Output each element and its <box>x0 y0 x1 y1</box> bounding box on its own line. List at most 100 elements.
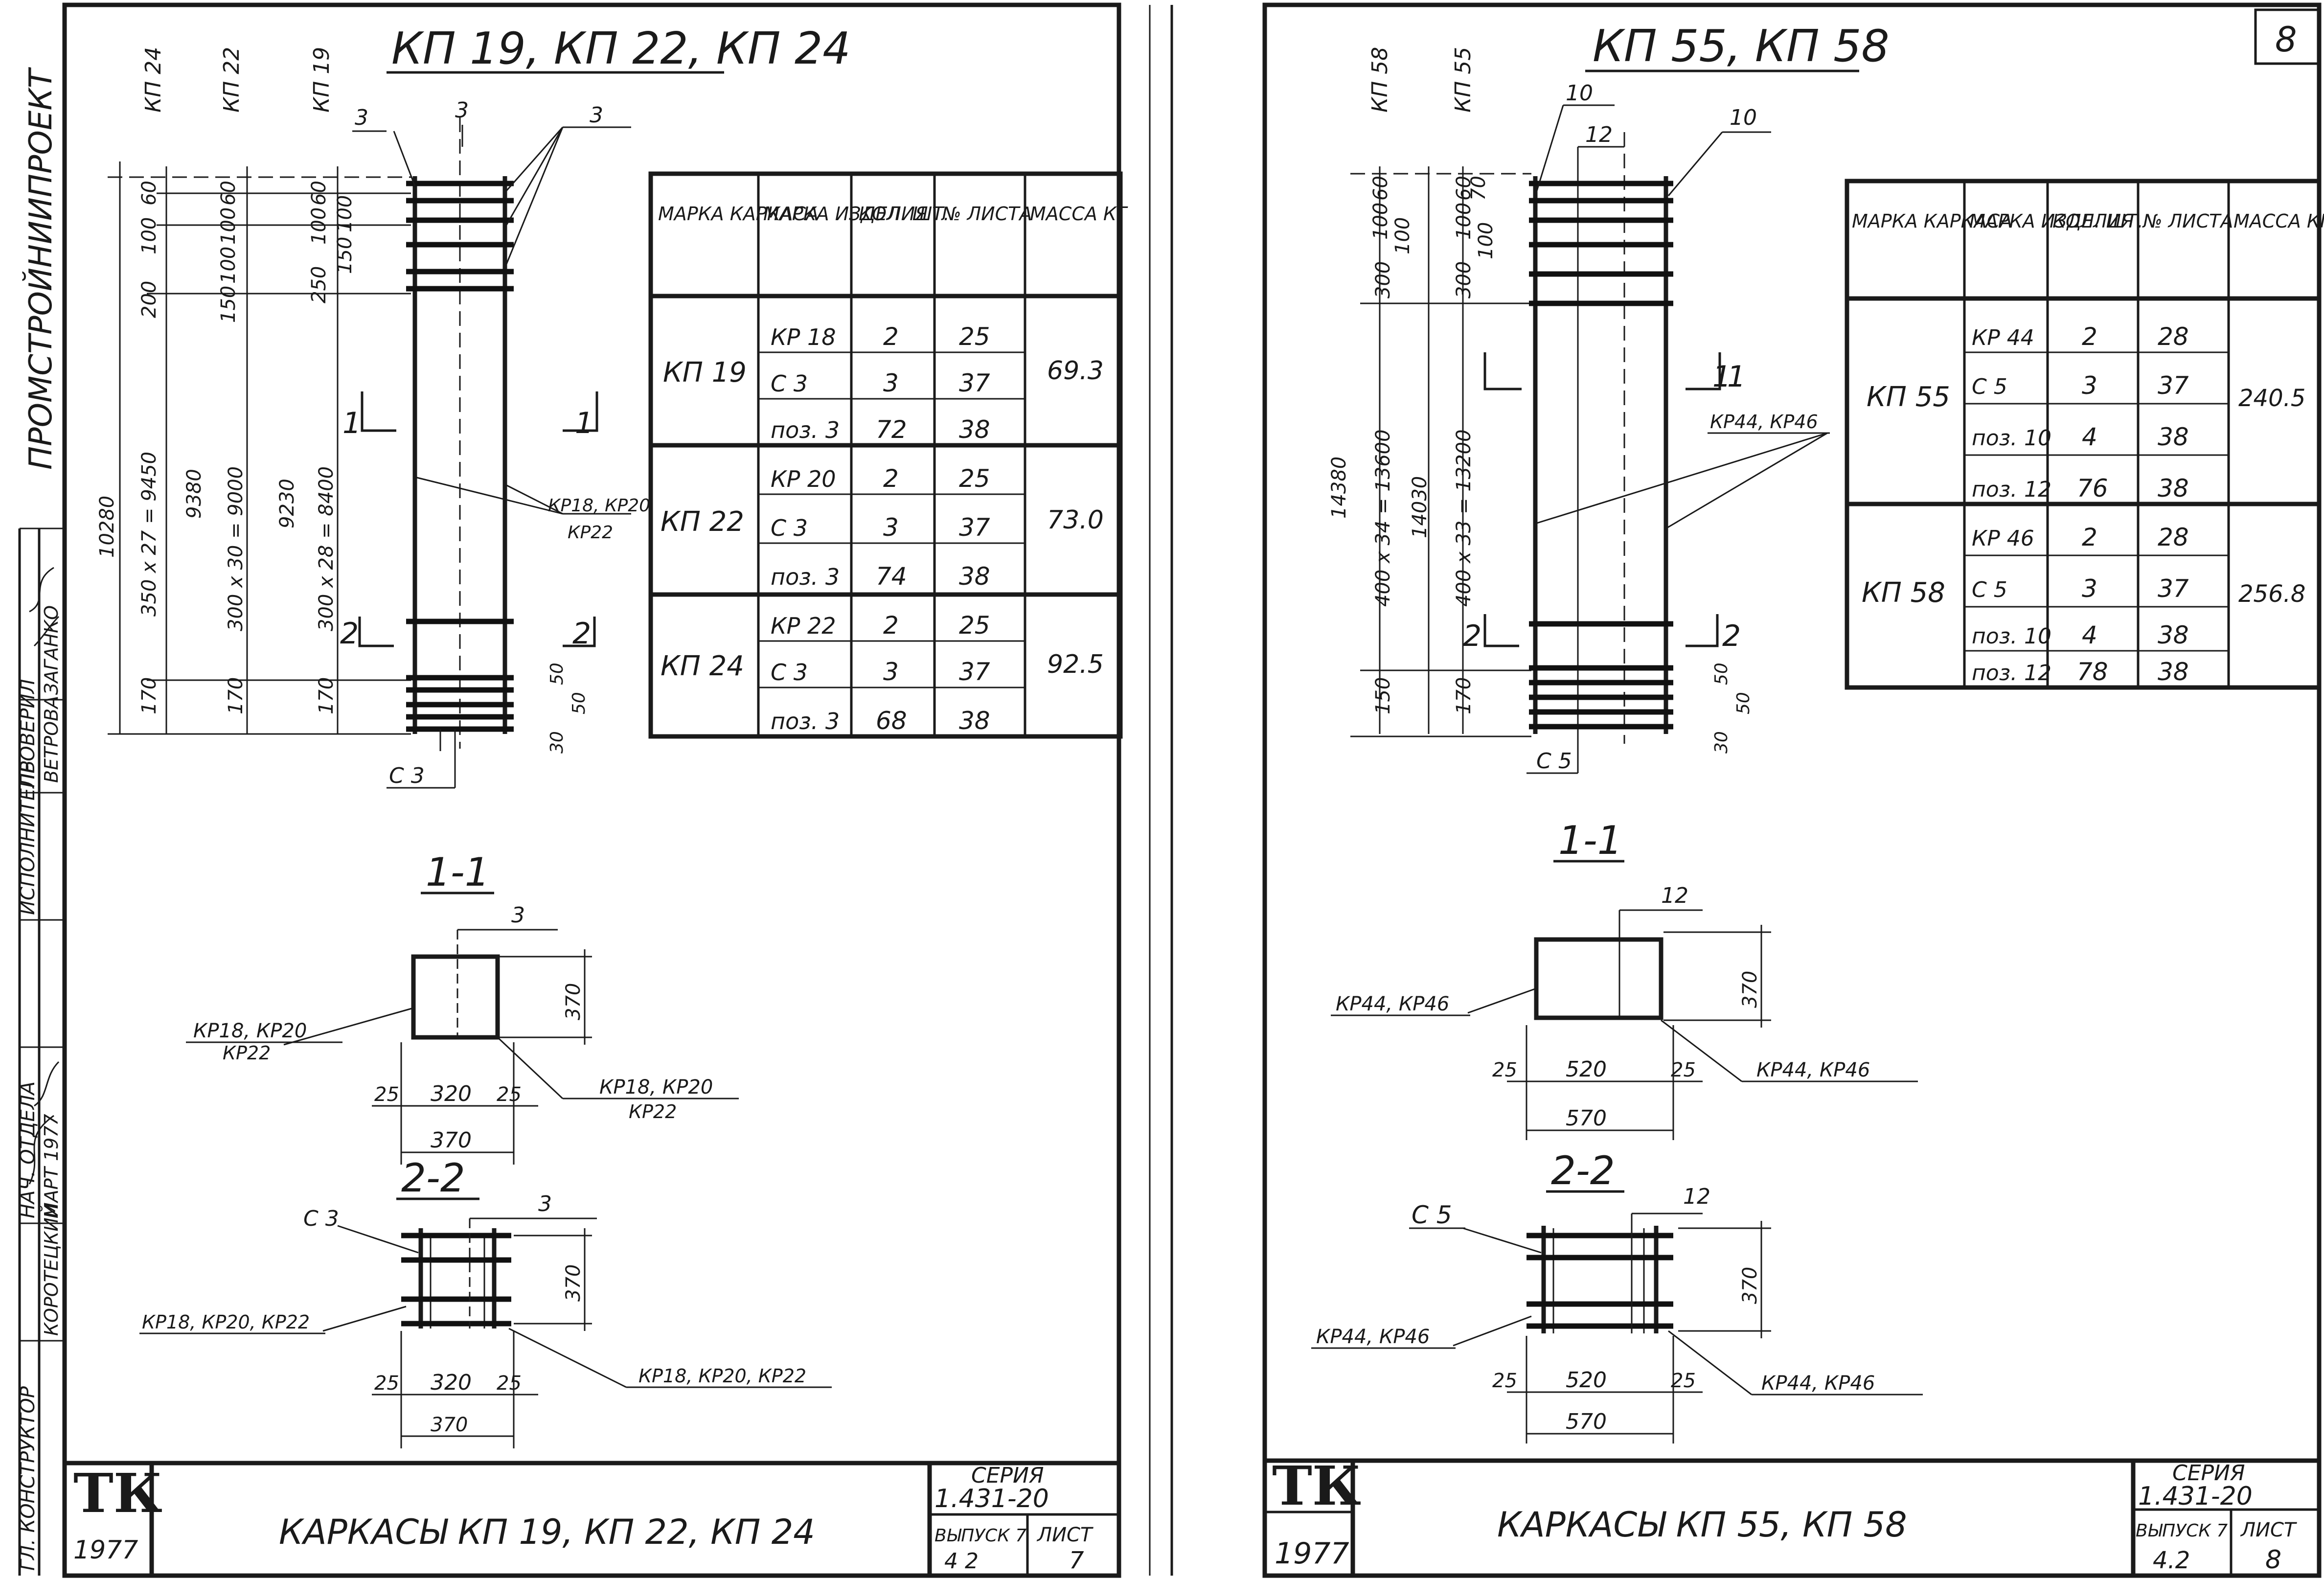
label-left_sheet-table-groups-2-rows-0-0: КР 22 <box>771 613 836 639</box>
label-left_sheet-callouts-top_right: 3 <box>590 103 603 128</box>
label-right_sheet-table-headers-0: МАРКА КАРКАСА <box>1852 210 2012 232</box>
label-right_sheet-table-groups-0-rows-3-1: 76 <box>2077 474 2108 503</box>
label-left_sheet-table-groups-1-rows-0-2: 25 <box>959 464 990 493</box>
label-left_sheet-section11-d320: 320 <box>431 1081 472 1106</box>
label-right_sheet-section11-left_label: КР44, КР46 <box>1336 993 1449 1015</box>
label-left_sheet-section11-title: 1-1 <box>426 849 490 895</box>
label-left_sheet-dims_vertical-kp24-5: 170 <box>138 677 160 714</box>
section-2-2-left: 2-2 3 С 3 370 КР18, КР20, КР22 КР18, <box>139 1155 832 1448</box>
label-left_sheet-table-headers-3: № ЛИСТА <box>941 203 1032 225</box>
label-left_sheet-table-groups-2-frame: КП 24 <box>661 650 744 682</box>
label-left_sheet-stamp-title: КАРКАСЫ КП 19, КП 22, КП 24 <box>279 1512 815 1552</box>
label-left_sheet-table-groups-1-rows-2-1: 74 <box>876 562 907 591</box>
label-left_sheet-dims_vertical-kp19-2: 100 <box>334 195 356 232</box>
label-right_sheet-stamp-issue: 4.2 <box>2153 1547 2190 1574</box>
label-right_sheet-section22-d520: 520 <box>1566 1368 1607 1393</box>
label-left_sheet-table-groups-0-frame: КП 19 <box>663 357 747 389</box>
label-right_sheet-section11-d520: 520 <box>1566 1057 1607 1082</box>
label-left_sheet-callouts-dim50b: 50 <box>569 692 589 714</box>
label-left_sheet-callouts-top_mid: 3 <box>455 98 469 123</box>
label-right_sheet-section_marks-s2r: 2 <box>1722 619 1741 653</box>
label-right_sheet-dims_vertical-kp55-0: 60 <box>1453 176 1475 201</box>
label-left_sheet-dims_vertical-kp22-4: 9380 <box>183 469 205 519</box>
label-left_sheet-section22-right_label: КР18, КР20, КР22 <box>638 1365 806 1387</box>
label-right_sheet-table-groups-1-rows-0-2: 28 <box>2158 523 2189 551</box>
label-right_sheet-section22-d370: 370 <box>1739 1267 1761 1304</box>
label-right_sheet-table-groups-1-rows-1-0: С 5 <box>1972 577 2007 602</box>
label-right_sheet-table-headers-2: КОЛ. ШТ. <box>2052 210 2143 232</box>
label-right_sheet-stamp-series_label: СЕРИЯ <box>2172 1461 2245 1486</box>
label-left_sheet-table-groups-1-rows-0-0: КР 20 <box>771 466 836 492</box>
label-right_sheet-table-groups-1-frame: КП 58 <box>1862 577 1945 609</box>
label-right_sheet-table-groups-0-rows-2-2: 38 <box>2158 423 2189 451</box>
frame-elevation-left <box>406 117 514 751</box>
label-right_sheet-dims_vertical-kp55-4: 300 <box>1453 261 1475 298</box>
label-right_sheet-table-groups-0-rows-1-1: 3 <box>2082 371 2097 400</box>
label-left_sheet-dims_vertical-kp22-1: 100 <box>217 207 240 245</box>
label-right_sheet-callouts-p10b: 10 <box>1730 105 1757 130</box>
stamp-left: ТК 1977 КАРКАСЫ КП 19, КП 22, КП 24 СЕРИ… <box>65 1461 1119 1576</box>
label-right_sheet-table-groups-1-rows-1-2: 37 <box>2158 574 2189 603</box>
label-left_sheet-section22-title: 2-2 <box>401 1155 465 1201</box>
label-right_sheet-section22-d570: 570 <box>1566 1409 1607 1434</box>
label-right_sheet-dims_vertical-kp58-0: 60 <box>1369 176 1392 201</box>
label-right_sheet-dims_vertical-kp58-6: 150 <box>1372 677 1394 714</box>
frame-elevation-right <box>1527 132 1673 774</box>
label-left_sheet-callouts-dim50a: 50 <box>547 663 567 685</box>
label-right_sheet-dims_vertical-kp58-3: 300 <box>1372 261 1394 298</box>
label-left_sheet-section_marks-s1l: 1 <box>342 406 361 440</box>
label-right_sheet-section22-d25a: 25 <box>1492 1370 1517 1392</box>
label-left_sheet-table-groups-0-rows-1-2: 37 <box>959 369 990 397</box>
label-left_sheet-table-groups-1-rows-1-1: 3 <box>883 513 899 542</box>
label-right_sheet-callouts-p12: 12 <box>1585 122 1613 147</box>
sheet-frames <box>62 2 2322 1578</box>
mark-kp24: КП 24 <box>141 47 166 113</box>
label-right_sheet-section_marks-s1r: 1 <box>1727 360 1746 394</box>
label-right_sheet-callouts-mesh: КР44, КР46 <box>1710 411 1818 433</box>
label-right_sheet-marks_vertical-1: КП 55 <box>1451 47 1476 113</box>
label-left_sheet-section11-d370h: 370 <box>562 983 585 1020</box>
left-heading: КП 19, КП 22, КП 24 <box>391 23 851 74</box>
label-left_sheet-table-headers-4: МАССА КГ <box>1030 203 1128 225</box>
label-right_sheet-section11-d570: 570 <box>1566 1106 1607 1131</box>
label-right_sheet-dims_vertical-kp58-4: 14380 <box>1328 457 1350 519</box>
label-right_sheet-dims_vertical-kp55-2: 100 <box>1453 203 1475 240</box>
name-3: ЗАГАНКО <box>41 605 62 695</box>
label-right_sheet-stamp-logo: ТК <box>1272 1454 1361 1517</box>
date: МАРТ 1977 <box>41 1114 62 1218</box>
label-left_sheet-section11-d25b: 25 <box>497 1083 522 1106</box>
label-left_sheet-table-groups-0-rows-0-0: КР 18 <box>771 324 836 350</box>
label-right_sheet-section22-left_label: КР44, КР46 <box>1316 1326 1430 1348</box>
label-left_sheet-stamp-year: 1977 <box>73 1535 138 1565</box>
label-left_sheet-dims_vertical-kp24-2: 200 <box>138 281 160 318</box>
label-left_sheet-section_marks-s1r: 1 <box>575 406 593 440</box>
label-left_sheet-dims_vertical-kp24-3: 350 x 27 = 9450 <box>138 452 160 617</box>
label-right_sheet-table-groups-0-rows-3-0: поз. 12 <box>1972 477 2051 502</box>
label-right_sheet-dims_vertical-kp55-5: 14030 <box>1409 476 1431 538</box>
label-right_sheet-section11-right_label: КР44, КР46 <box>1756 1059 1870 1081</box>
label-right_sheet-table-groups-1-rows-0-1: 2 <box>2082 523 2097 551</box>
label-right_sheet-section11-d25b: 25 <box>1671 1059 1696 1081</box>
role-3: ИСПОЛНИТЕЛЬ <box>17 760 39 915</box>
label-left_sheet-dims_vertical-kp19-3: 250 <box>308 266 330 303</box>
label-right_sheet-dims_vertical-kp58-5: 400 x 34 = 13600 <box>1372 429 1394 607</box>
role-4: ПРОВЕРИЛ <box>17 679 39 788</box>
label-left_sheet-table-groups-0-rows-1-0: С 3 <box>771 370 808 397</box>
label-right_sheet-table-groups-0-rows-1-2: 37 <box>2158 371 2189 400</box>
label-left_sheet-section22-d370h: 370 <box>562 1264 585 1302</box>
label-right_sheet-section22-d25b: 25 <box>1671 1370 1696 1392</box>
label-left_sheet-table-groups-2-rows-1-0: С 3 <box>771 659 808 686</box>
label-right_sheet-callouts-c: С 5 <box>1536 749 1572 774</box>
label-left_sheet-dims_vertical-kp19-7: 170 <box>315 677 338 714</box>
label-left_sheet-dims_vertical-kp22-2: 100 <box>217 247 240 284</box>
role-1: ГЛ. КОНСТРУКТОР <box>17 1386 39 1571</box>
page-number: 8 <box>2275 20 2297 60</box>
label-left_sheet-table-groups-0-rows-2-2: 38 <box>959 415 990 444</box>
section-1-1-left: 1-1 3 370 КР18, КР20 КР22 КР18, КР20 КР2… <box>186 849 739 1165</box>
left-sheet: КП 19, КП 22, КП 24 КП 24 КП 22 КП 19 60… <box>65 23 1128 1576</box>
label-left_sheet-callouts-c: С 3 <box>389 763 425 788</box>
label-left_sheet-table-groups-1-frame: КП 22 <box>661 506 744 538</box>
label-right_sheet-stamp-year: 1977 <box>1275 1536 1349 1571</box>
label-left_sheet-section11-pos: 3 <box>511 903 525 928</box>
